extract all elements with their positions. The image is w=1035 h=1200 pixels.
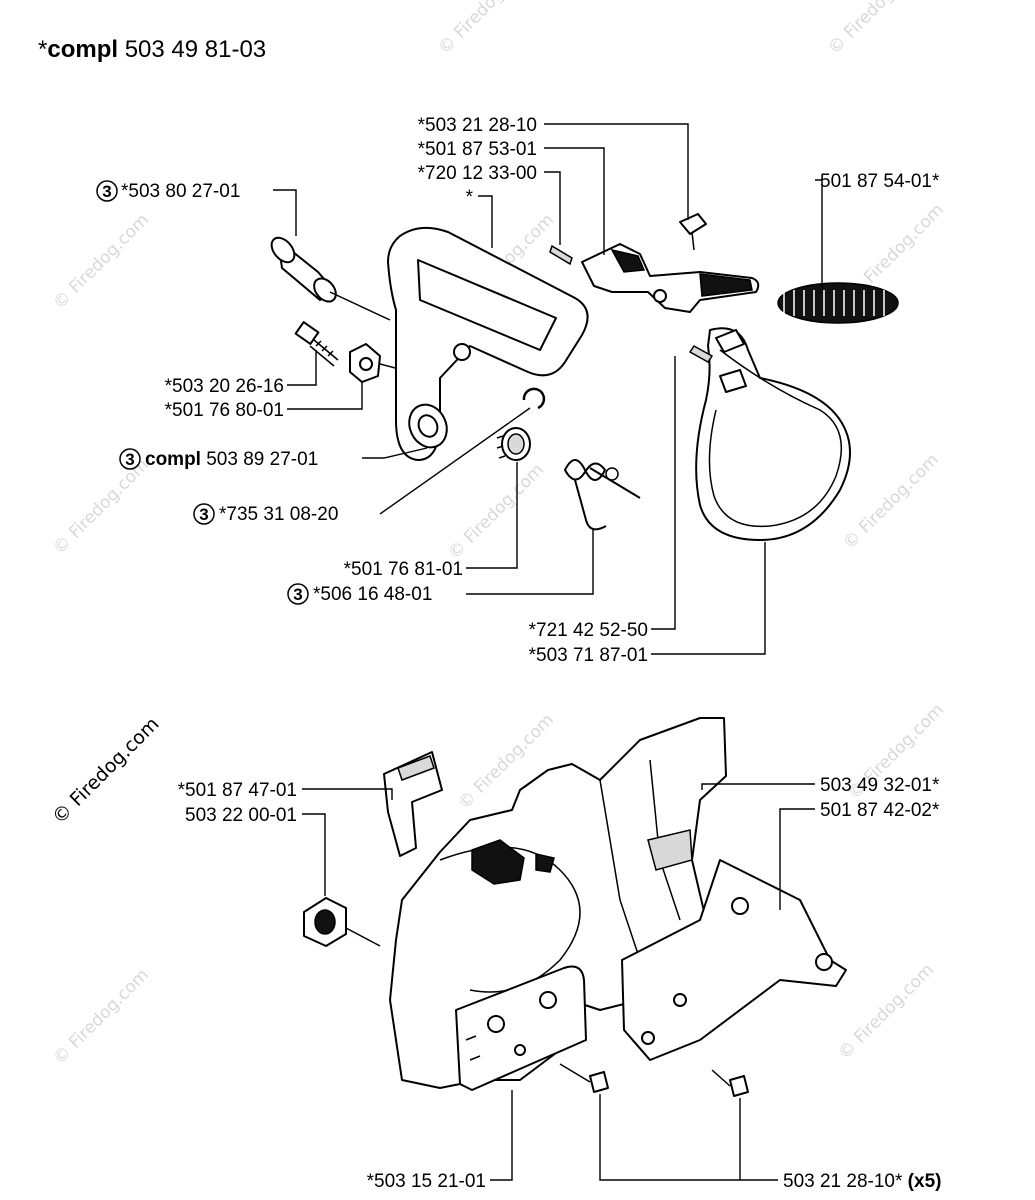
- circled-number-icon: 3: [193, 503, 215, 525]
- label-cover-top: 503 49 32-01*: [820, 775, 940, 796]
- watermark: © Firedog.com: [824, 0, 928, 59]
- watermark: © Firedog.com: [49, 210, 153, 314]
- watermark: © Firedog.com: [434, 0, 538, 59]
- watermark: © Firedog.com: [49, 455, 153, 559]
- lower-leader-lines: [302, 783, 815, 1181]
- watermark: © Firedog.com: [444, 460, 548, 564]
- label-screws: 503 21 28-10* (x5): [783, 1171, 941, 1192]
- circlip-part: [522, 387, 546, 410]
- bolt-part: [294, 321, 339, 367]
- hub-part: [496, 427, 531, 461]
- label-handle-compl: compl 503 89 27-01: [145, 449, 318, 470]
- upper-labels: *503 21 28-10 *501 87 53-01 *720 12 33-0…: [96, 115, 940, 666]
- lower-parts-drawing: [303, 717, 847, 1097]
- watermark: © Firedog.com: [839, 450, 943, 554]
- label-guide-plate: *503 15 21-01: [367, 1171, 486, 1192]
- screw-top-part: [679, 213, 707, 251]
- label-nut-large: 503 22 00-01: [185, 805, 297, 826]
- label-cover-side: 501 87 42-02*: [820, 800, 940, 821]
- upper-parts-drawing: [270, 213, 899, 541]
- circled-number-icon: 3: [96, 180, 118, 202]
- watermark: © Firedog.com: [49, 965, 153, 1069]
- watermark: © Firedog.com: [834, 960, 938, 1064]
- label-plate-small: *501 87 47-01: [178, 780, 297, 801]
- nut-small-part: [349, 343, 419, 383]
- label-nut-small: *501 76 80-01: [165, 400, 284, 421]
- svg-text:3: 3: [199, 505, 208, 524]
- svg-text:3: 3: [293, 585, 302, 604]
- label-spring-coil: 501 87 54-01*: [820, 171, 940, 192]
- circled-number-icon: 3: [119, 448, 141, 470]
- brake-band-part: [688, 327, 851, 541]
- front-handle-part: [387, 226, 589, 461]
- screw-part: [559, 1063, 609, 1093]
- label-brake-band: *503 71 87-01: [529, 645, 648, 666]
- screw-part: [711, 1069, 749, 1097]
- assembly-title: *compl 503 49 81-03: [38, 36, 266, 63]
- label-torsion: *506 16 48-01: [313, 584, 432, 605]
- circled-number-icon: 3: [287, 583, 309, 605]
- upper-leader-lines: [273, 123, 823, 655]
- catch-part: [549, 243, 760, 313]
- torsion-spring-part: [563, 459, 641, 531]
- coil-spring-part: [777, 282, 899, 324]
- label-bolt: *503 20 26-16: [165, 376, 284, 397]
- label-circlip: *735 31 08-20: [219, 504, 338, 525]
- side-plate-part: [621, 859, 847, 1061]
- label-hub: *501 76 81-01: [344, 559, 463, 580]
- svg-text:3: 3: [125, 450, 134, 469]
- bushing-part: [270, 236, 391, 321]
- small-plate-part: [383, 751, 443, 857]
- svg-text:3: 3: [102, 182, 111, 201]
- label-pin: *720 12 33-00: [418, 163, 537, 184]
- label-catch: *501 87 53-01: [418, 139, 537, 160]
- label-band-pin: *721 42 52-50: [529, 620, 648, 641]
- large-nut-part: [303, 897, 381, 947]
- guide-plate-part: [455, 965, 587, 1091]
- watermark-large: © Firedog.com: [48, 713, 163, 828]
- label-bushing: *503 80 27-01: [121, 181, 240, 202]
- lower-labels: *501 87 47-01 503 22 00-01 503 49 32-01*…: [178, 775, 942, 1192]
- label-handle-asterisk: *: [466, 187, 474, 208]
- label-screw-top: *503 21 28-10: [418, 115, 537, 136]
